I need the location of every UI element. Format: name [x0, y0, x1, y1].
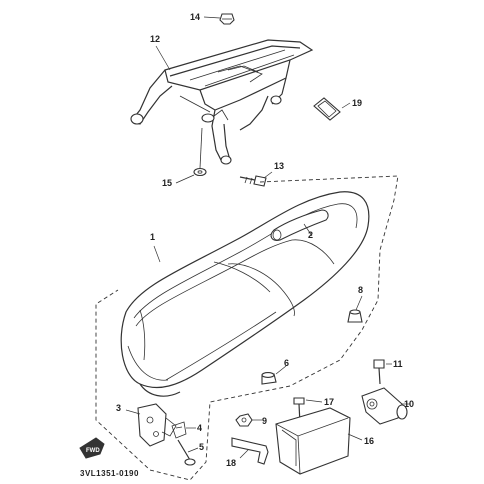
callout-15: 15 — [162, 178, 172, 188]
bolt-13 — [239, 175, 267, 187]
callout-10: 10 — [404, 399, 414, 409]
callout-12: 12 — [150, 34, 160, 44]
callout-17: 17 — [324, 397, 334, 407]
bolt-11 — [373, 359, 385, 385]
part-code: 3VL1351-0190 — [80, 469, 139, 478]
callout-1: 1 — [150, 232, 155, 242]
seat-lock-bracket — [137, 403, 177, 447]
callout-3: 3 — [116, 403, 121, 413]
rear-carrier-rack — [130, 39, 314, 165]
fwd-label: FWD — [86, 448, 100, 454]
callout-14: 14 — [190, 12, 200, 22]
emblem-plate — [313, 97, 341, 121]
callout-8: 8 — [358, 285, 363, 295]
callout-11: 11 — [393, 359, 403, 369]
callout-4: 4 — [197, 423, 202, 433]
pin-5 — [177, 439, 196, 466]
clip-4 — [171, 421, 187, 439]
callout-19: 19 — [352, 98, 362, 108]
bolt-17 — [293, 397, 305, 425]
damper-6 — [261, 372, 277, 385]
seat — [120, 191, 370, 397]
nut-9 — [235, 413, 253, 427]
lock-cylinder — [361, 387, 408, 425]
callout-16: 16 — [364, 436, 374, 446]
callout-18: 18 — [226, 458, 236, 468]
storage-tray — [275, 407, 351, 475]
callout-2: 2 — [308, 230, 313, 240]
damper-8 — [347, 309, 363, 323]
callout-9: 9 — [262, 416, 267, 426]
callout-5: 5 — [199, 442, 204, 452]
cap-nut — [219, 13, 235, 25]
callout-13: 13 — [274, 161, 284, 171]
callout-6: 6 — [284, 358, 289, 368]
seat-strap — [270, 209, 329, 241]
hook-bracket — [231, 437, 269, 465]
fwd-arrow: FWD — [79, 437, 105, 459]
washer — [193, 167, 207, 177]
